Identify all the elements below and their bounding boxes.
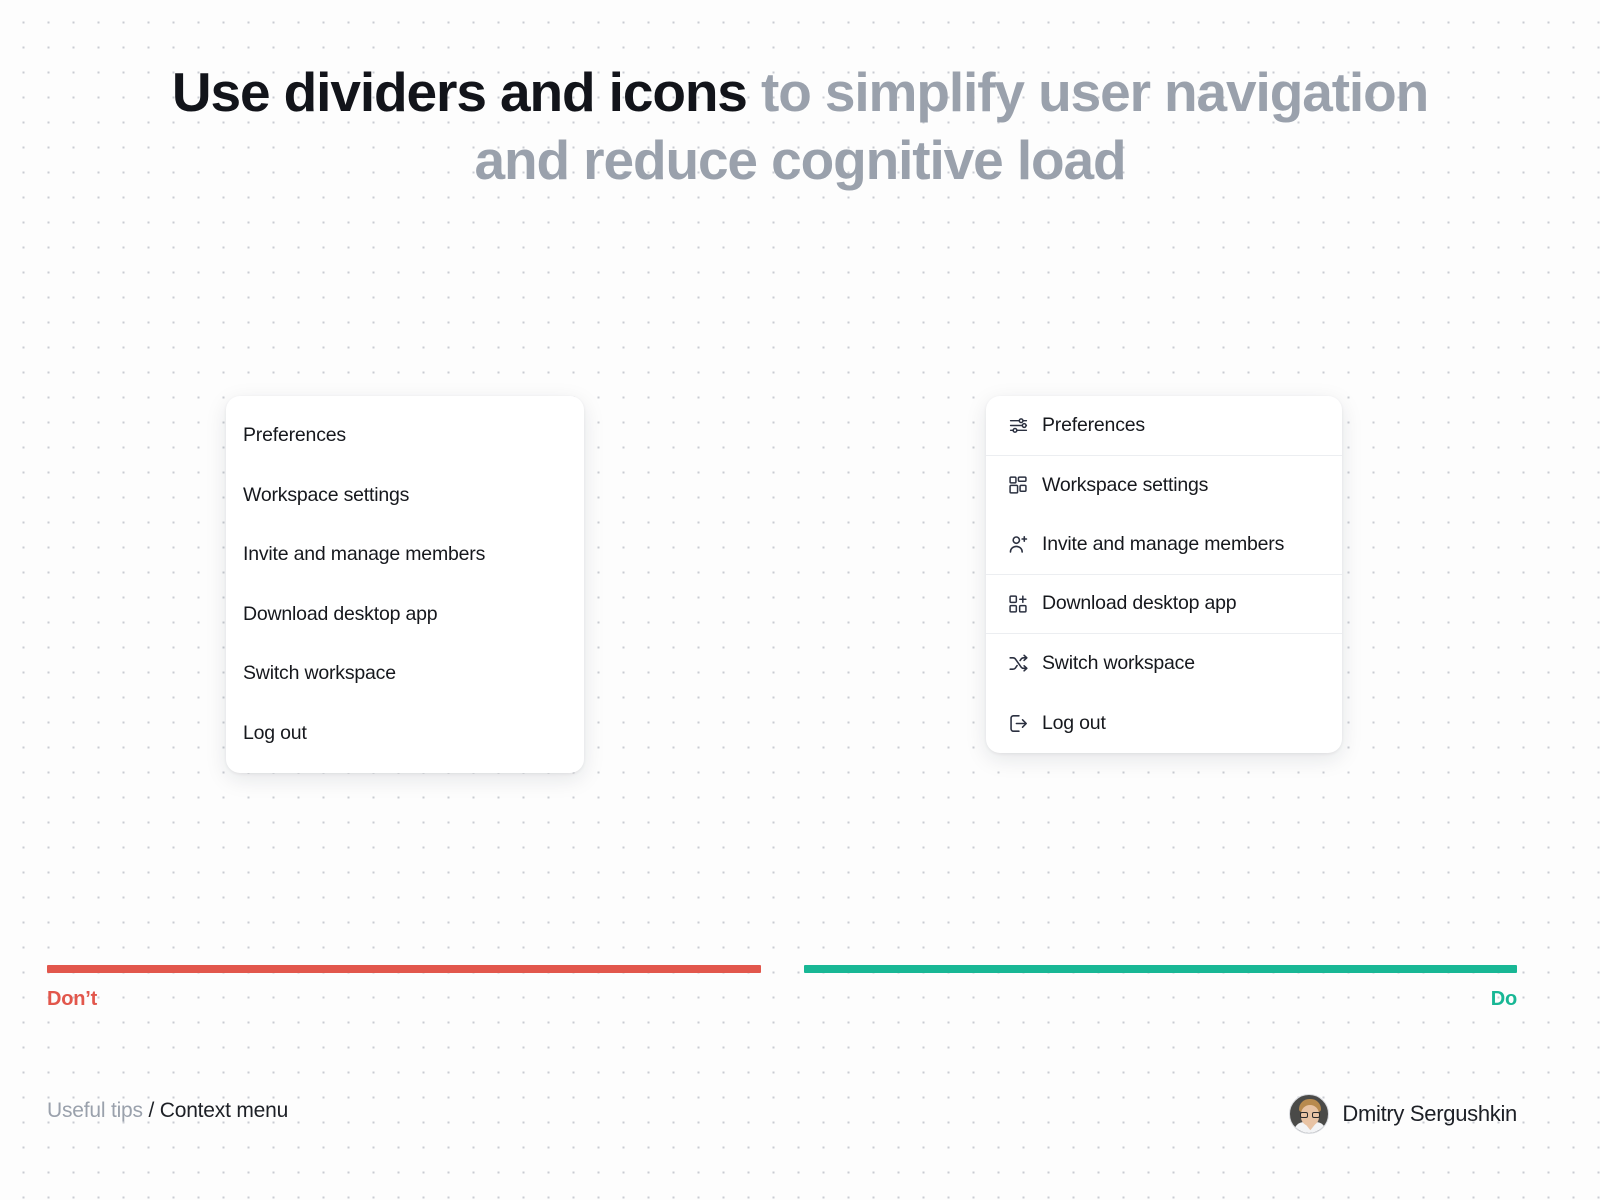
menu-item-do[interactable]: Workspace settings <box>986 456 1342 516</box>
do-label: Do <box>1490 988 1517 1010</box>
grid-plus-icon <box>1007 593 1029 615</box>
menu-item-dont[interactable]: Switch workspace <box>226 644 584 704</box>
menu-item-dont[interactable]: Preferences <box>226 406 584 466</box>
page-title: Use dividers and icons to simplify user … <box>0 58 1600 194</box>
menu-item-label: Log out <box>243 721 307 744</box>
menu-item-do[interactable]: Invite and manage members <box>986 515 1342 575</box>
menu-item-label: Log out <box>1042 711 1106 734</box>
menu-item-label: Preferences <box>1042 413 1145 436</box>
do-bar <box>804 965 1517 973</box>
avatar-face <box>1301 1105 1320 1126</box>
log-out-icon <box>1007 712 1029 734</box>
menu-item-dont[interactable]: Log out <box>226 704 584 764</box>
menu-item-label: Switch workspace <box>1042 652 1195 675</box>
avatar-glasses <box>1300 1112 1321 1118</box>
shuffle-icon <box>1007 653 1029 675</box>
menu-item-label: Invite and manage members <box>243 543 486 566</box>
menu-item-label: Workspace settings <box>1042 473 1209 496</box>
menu-item-label: Download desktop app <box>243 602 438 625</box>
menu-item-dont[interactable]: Workspace settings <box>226 466 584 526</box>
layout-grid-icon <box>1007 474 1029 496</box>
menu-item-dont[interactable]: Download desktop app <box>226 585 584 645</box>
menu-item-do[interactable]: Log out <box>986 694 1342 754</box>
menu-item-do[interactable]: Switch workspace <box>986 634 1342 694</box>
menu-item-label: Download desktop app <box>1042 592 1237 615</box>
menu-item-dont[interactable]: Invite and manage members <box>226 525 584 585</box>
avatar <box>1289 1094 1330 1134</box>
menu-item-label: Invite and manage members <box>1042 532 1285 555</box>
menu-item-do[interactable]: Preferences <box>986 396 1342 456</box>
breadcrumb-separator: / <box>142 1099 160 1122</box>
author: Dmitry Sergushkin <box>1289 1094 1517 1134</box>
breadcrumb-category[interactable]: Useful tips <box>47 1099 143 1122</box>
title-text: Use dividers and icons to simplify user … <box>120 58 1480 194</box>
title-emphasis: Use dividers and icons <box>171 61 748 123</box>
menu-item-label: Preferences <box>243 424 346 447</box>
user-plus-icon <box>1007 533 1029 555</box>
breadcrumb-current: Context menu <box>159 1099 289 1122</box>
dont-label: Don’t <box>47 988 98 1010</box>
author-name: Dmitry Sergushkin <box>1342 1101 1517 1126</box>
menu-item-label: Switch workspace <box>243 662 396 685</box>
dont-bar <box>47 965 761 973</box>
menu-item-label: Workspace settings <box>243 483 410 506</box>
title-remainder: to simplify user navigation and reduce c… <box>474 61 1430 191</box>
avatar-neck <box>1305 1124 1316 1131</box>
breadcrumb: Useful tips / Context menu <box>47 1099 288 1123</box>
sliders-icon <box>1007 414 1029 436</box>
menu-item-do[interactable]: Download desktop app <box>986 575 1342 634</box>
